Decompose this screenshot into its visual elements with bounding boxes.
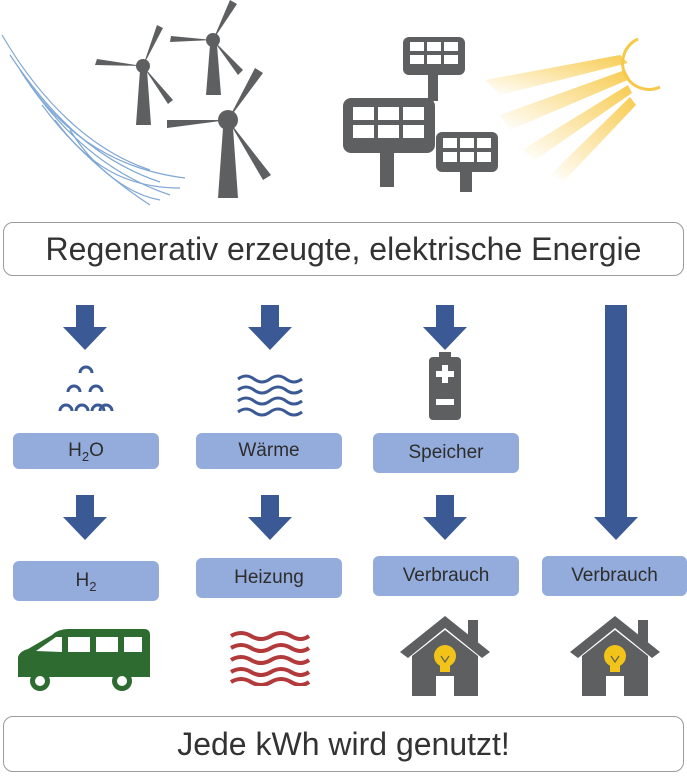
arrow-down-icon <box>423 305 467 350</box>
arrow-down-icon <box>423 495 467 540</box>
header-banner: Regenerativ erzeugte, elektrische Energi… <box>3 222 684 276</box>
sun-icon <box>485 37 661 180</box>
wind-turbines-icon <box>95 0 271 198</box>
arrow-down-icon <box>248 305 292 350</box>
arrow-down-icon <box>63 495 107 540</box>
van-icon <box>18 629 150 691</box>
waves-icon <box>237 374 303 417</box>
house-bulb-icon <box>400 616 490 696</box>
pill-waerme: Wärme <box>196 433 342 469</box>
heat-waves-icon <box>229 631 311 686</box>
pill-h2: H2 <box>13 561 159 601</box>
arrow-down-icon <box>63 305 107 350</box>
pill-h2o: H2O <box>13 433 159 469</box>
solar-panel-icon <box>343 37 498 192</box>
arrow-down-icon <box>248 495 292 540</box>
footer-banner: Jede kWh wird genutzt! <box>3 716 684 772</box>
house-bulb-icon <box>570 616 660 696</box>
pill-verbrauch-storage: Verbrauch <box>373 556 519 596</box>
droplets-icon <box>58 365 114 412</box>
long-arrow-down-icon <box>594 305 638 540</box>
pill-verbrauch-direct: Verbrauch <box>542 556 687 596</box>
pill-heizung: Heizung <box>196 558 342 598</box>
battery-icon <box>429 352 461 420</box>
pill-speicher: Speicher <box>373 433 519 473</box>
wind-gust-icon <box>1 34 186 206</box>
